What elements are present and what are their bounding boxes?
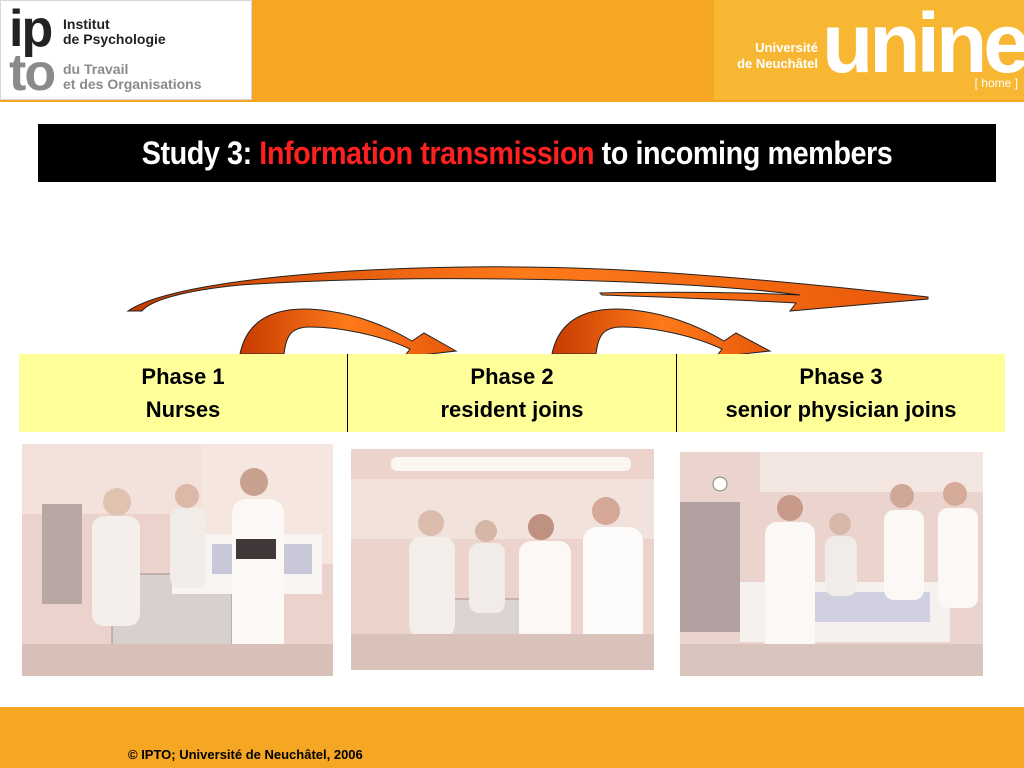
- ipto-line-1: Institut: [63, 16, 110, 32]
- title-prefix: Study 3:: [141, 134, 260, 171]
- phase-1-name: Phase 1: [141, 364, 225, 389]
- ipto-line-4: et des Organisations: [63, 76, 202, 92]
- unine-line-2: de Neuchâtel: [737, 56, 818, 71]
- phase-2-photo: [351, 449, 654, 670]
- ipto-logo[interactable]: ip to Institut de Psychologie du Travail…: [0, 0, 252, 100]
- slide-title-bar: Study 3: Information transmission to inc…: [38, 124, 996, 182]
- footer-band: © IPTO; Université de Neuchâtel, 2006: [0, 707, 1024, 768]
- ipto-mark-bottom: to: [9, 44, 56, 102]
- home-link[interactable]: [ home ]: [974, 76, 1018, 90]
- phase-3: Phase 3 senior physician joins: [676, 354, 1005, 432]
- unine-university-label: Université de Neuchâtel: [718, 40, 818, 72]
- transmission-arrows: [126, 266, 929, 358]
- copyright-text: © IPTO; Université de Neuchâtel, 2006: [128, 747, 363, 762]
- title-highlight: Information transmission: [259, 134, 595, 171]
- phase-2-subtitle: resident joins: [440, 397, 584, 422]
- phase-2-name: Phase 2: [470, 364, 554, 389]
- ipto-logo-mark: ip to: [9, 0, 56, 102]
- phase-3-subtitle: senior physician joins: [725, 397, 957, 422]
- phases-row: Phase 1 Nurses Phase 2 resident joins Ph…: [19, 354, 1005, 432]
- phase-1: Phase 1 Nurses: [19, 354, 347, 432]
- phase-2: Phase 2 resident joins: [347, 354, 676, 432]
- long-arrow-icon: [126, 266, 929, 312]
- phase-3-name: Phase 3: [799, 364, 883, 389]
- ipto-mark-top: ip: [9, 0, 53, 58]
- unine-line-1: Université: [755, 40, 818, 55]
- short-arrow-1-icon: [239, 308, 458, 358]
- unine-wordmark: unine: [822, 0, 1024, 90]
- unine-logo[interactable]: Université de Neuchâtel unine [ home ]: [714, 0, 1024, 100]
- phase-1-subtitle: Nurses: [145, 397, 221, 422]
- title-suffix: to incoming members: [594, 134, 893, 171]
- header-band: ip to Institut de Psychologie du Travail…: [0, 0, 1024, 102]
- slide-title: Study 3: Information transmission to inc…: [142, 135, 893, 172]
- phase-1-photo: [22, 444, 333, 676]
- phase-3-photo: [680, 452, 983, 676]
- ipto-line-3: du Travail: [63, 61, 129, 77]
- short-arrow-2-icon: [551, 308, 772, 358]
- ipto-line-2: de Psychologie: [63, 31, 166, 47]
